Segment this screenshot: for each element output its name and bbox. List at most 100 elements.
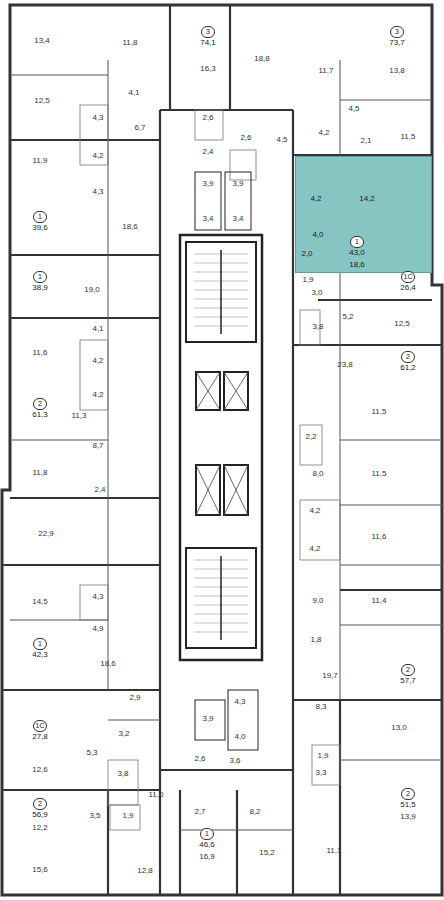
apartment-wall <box>293 699 442 701</box>
apartment-area: 42,3 <box>32 650 48 660</box>
room-area: 18,6 <box>100 659 116 668</box>
room-area: 2,1 <box>360 136 371 145</box>
apartment-area: 43,0 <box>349 248 365 258</box>
apartment-area: 74,1 <box>200 38 216 48</box>
core-wall <box>228 690 258 750</box>
room-area: 4,3 <box>92 113 103 122</box>
room-area: 23,8 <box>337 360 353 369</box>
room-area: 19,7 <box>322 671 338 680</box>
core-wall <box>195 700 225 740</box>
apartment-wall <box>160 769 293 771</box>
room-area: 3,9 <box>232 179 243 188</box>
apartment-wall <box>339 700 341 895</box>
room-area: 2,4 <box>202 147 213 156</box>
apartment-badge: 138,9 <box>23 271 57 293</box>
room-count: 1 <box>33 271 47 283</box>
bathroom <box>300 500 340 560</box>
apartment-wall <box>160 109 293 111</box>
apartment-area: 39,6 <box>32 223 48 233</box>
room-area: 4,2 <box>92 356 103 365</box>
room-area: 2,9 <box>129 693 140 702</box>
room-area: 4,2 <box>309 544 320 553</box>
room-wall <box>340 565 442 566</box>
room-area: 11,0 <box>149 790 164 799</box>
room-area: 2,6 <box>194 754 205 763</box>
room-area: 16,9 <box>199 852 215 861</box>
apartment-wall <box>107 790 109 895</box>
core-wall <box>180 235 262 660</box>
room-area: 1,9 <box>317 751 328 760</box>
stair-rail <box>220 250 222 334</box>
room-area: 15,2 <box>259 848 275 857</box>
room-area: 11,7 <box>319 66 334 75</box>
apartment-badge: 261,3 <box>23 398 57 420</box>
apartment-badge: 374,1 <box>191 26 225 48</box>
room-area: 3,2 <box>118 729 129 738</box>
room-area: 1,8 <box>310 635 321 644</box>
room-area: 4,0 <box>234 732 245 741</box>
room-count: 1С <box>401 271 415 283</box>
bathroom <box>195 110 223 140</box>
apartment-wall <box>159 110 161 690</box>
highlighted-apartment: 4,214,24,02,018,6143,0 <box>295 156 432 273</box>
apartment-badge: 143,0 <box>340 236 374 258</box>
room-area: 3,4 <box>232 214 243 223</box>
bathroom <box>80 105 108 165</box>
room-area: 8,2 <box>249 807 260 816</box>
elevator-shaft <box>196 465 220 515</box>
room-area: 4,3 <box>92 592 103 601</box>
apartment-badge: 142,3 <box>23 638 57 660</box>
room-area: 11,3 <box>72 411 87 420</box>
room-area: 4,2 <box>310 194 321 203</box>
room-area: 3,8 <box>117 769 128 778</box>
room-area: 15,6 <box>32 865 48 874</box>
apartment-wall <box>10 254 160 256</box>
apartment-area: 51,5 <box>400 800 416 810</box>
apartment-badge: 1С26,4 <box>391 271 425 293</box>
room-count: 2 <box>33 798 47 810</box>
apartment-wall <box>2 789 160 791</box>
room-area: 18,6 <box>122 222 138 231</box>
room-area: 2,4 <box>94 485 105 494</box>
room-area: 6,7 <box>134 123 145 132</box>
apartment-area: 57,7 <box>400 676 416 686</box>
room-count: 3 <box>201 26 215 38</box>
room-area: 4,5 <box>276 135 287 144</box>
core-wall <box>225 172 251 230</box>
core-wall <box>195 172 221 230</box>
apartment-wall <box>10 497 160 499</box>
apartment-wall <box>2 564 160 566</box>
apartment-badge: 261,2 <box>391 351 425 373</box>
apartment-wall <box>10 317 160 319</box>
room-count: 1 <box>33 211 47 223</box>
apartment-wall <box>2 689 160 691</box>
apartment-wall <box>169 5 171 110</box>
room-area: 12,5 <box>34 96 50 105</box>
room-area: 11,6 <box>372 532 387 541</box>
room-count: 3 <box>390 26 404 38</box>
room-area: 4,2 <box>92 151 103 160</box>
room-wall <box>340 760 442 761</box>
room-area: 18,8 <box>254 54 270 63</box>
room-area: 4,0 <box>312 230 323 239</box>
apartment-wall <box>340 589 442 591</box>
room-area: 8,7 <box>92 441 103 450</box>
room-area: 3,4 <box>202 214 213 223</box>
room-count: 2 <box>33 398 47 410</box>
room-area: 2,6 <box>240 133 251 142</box>
room-area: 11,5 <box>372 469 387 478</box>
apartment-wall <box>318 299 432 301</box>
room-area: 4,3 <box>234 697 245 706</box>
room-count: 2 <box>401 664 415 676</box>
room-area: 13,9 <box>400 812 416 821</box>
room-area: 11,6 <box>33 348 48 357</box>
apartment-area: 61,3 <box>32 410 48 420</box>
room-area: 11,8 <box>123 38 138 47</box>
room-area: 3,9 <box>202 179 213 188</box>
room-wall <box>10 440 108 441</box>
room-area: 3,6 <box>229 756 240 765</box>
room-area: 4,5 <box>348 104 359 113</box>
apartment-wall <box>229 5 231 110</box>
room-count: 1С <box>33 720 47 732</box>
